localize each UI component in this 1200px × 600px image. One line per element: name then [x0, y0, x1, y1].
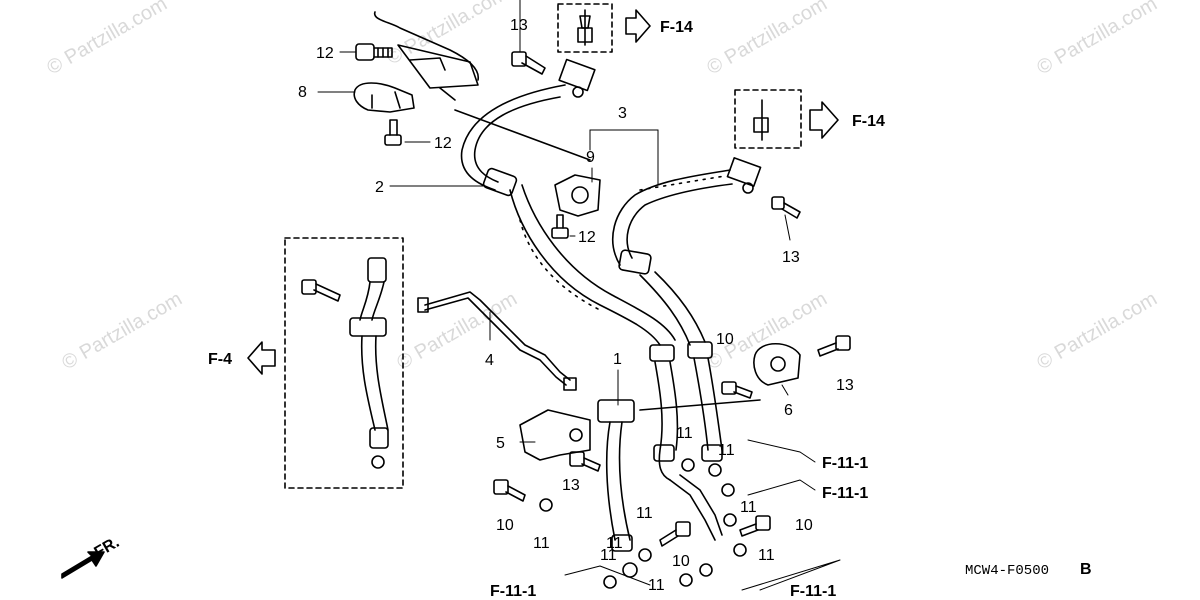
washer-11	[699, 563, 713, 577]
callout-2: 2	[375, 179, 384, 196]
bolt-12-middle	[384, 119, 402, 146]
callout-13: 13	[782, 249, 800, 266]
bolt-13-top	[511, 51, 546, 75]
callout-9: 9	[586, 149, 595, 166]
washer-11	[733, 543, 747, 557]
dashed-box-top	[557, 3, 613, 53]
callout-4: 4	[485, 352, 494, 369]
callout-8: 8	[298, 84, 307, 101]
bolt-left	[301, 279, 341, 302]
callout-11: 11	[600, 547, 617, 564]
front-arrow-icon	[61, 551, 105, 579]
leader-line	[454, 109, 591, 161]
callout-11: 11	[758, 547, 775, 564]
callout-3: 3	[618, 105, 627, 122]
bolt-10-lower	[659, 521, 691, 547]
bolt-12-lower	[551, 214, 569, 239]
clamp-6	[753, 342, 801, 386]
washer-11	[721, 483, 735, 497]
callout-12: 12	[316, 45, 334, 62]
bolt-13-bracket	[569, 451, 601, 472]
callout-10: 10	[496, 517, 514, 534]
brake-hose-2	[460, 84, 676, 346]
banjo-fitting-top	[558, 58, 596, 98]
washer-11	[539, 498, 553, 512]
callout-12: 12	[434, 135, 452, 152]
ref-f11-1: F-11-1	[490, 583, 536, 600]
callout-1: 1	[613, 351, 622, 368]
callout-13: 13	[510, 17, 528, 34]
upper-bracket	[374, 11, 479, 101]
bolt-10-left	[493, 479, 526, 502]
callout-11: 11	[740, 499, 757, 516]
arrow-right-icon	[625, 9, 651, 43]
ref-f11-1: F-11-1	[822, 455, 868, 472]
callout-11: 11	[636, 505, 653, 522]
callout-13: 13	[836, 377, 854, 394]
ref-f4: F-4	[208, 351, 232, 368]
diagram-suffix: B	[1080, 561, 1092, 578]
ref-f14-top: F-14	[660, 19, 693, 36]
brake-hose-1	[597, 399, 638, 578]
washer-11	[681, 458, 695, 472]
washer-11	[723, 513, 737, 527]
dashed-box-left	[284, 237, 404, 489]
brake-hose-3	[612, 157, 762, 346]
callout-11: 11	[718, 442, 735, 459]
washer-11	[679, 573, 693, 587]
callout-13: 13	[562, 477, 580, 494]
lower-hose-left	[649, 344, 723, 541]
ref-f14-right: F-14	[852, 113, 885, 130]
callout-11: 11	[676, 425, 693, 442]
callout-12: 12	[578, 229, 596, 246]
callout-10: 10	[672, 553, 690, 570]
callout-10: 10	[795, 517, 813, 534]
leader-line	[639, 399, 761, 411]
callout-11: 11	[533, 535, 550, 552]
bolt-13-clamp	[817, 335, 851, 357]
washer-11	[603, 575, 617, 589]
washer-11	[638, 548, 652, 562]
arrow-right-icon	[809, 101, 839, 139]
metal-line-4	[417, 291, 577, 391]
diagram-code: MCW4-F0500	[965, 563, 1049, 579]
bolt-12-top	[355, 43, 393, 61]
callout-6: 6	[784, 402, 793, 419]
callout-11: 11	[606, 535, 623, 552]
bolt-13-right	[771, 196, 801, 219]
bolt-10-right	[721, 381, 753, 399]
callout-10: 10	[716, 331, 734, 348]
lower-hose-right	[687, 341, 723, 477]
ref-f11-1: F-11-1	[790, 583, 836, 600]
ref-f11-1: F-11-1	[822, 485, 868, 502]
leader-lines	[317, 0, 841, 591]
bolt-10-lower-right	[739, 515, 771, 537]
dashed-box-right	[734, 89, 802, 149]
clamp-8	[353, 82, 415, 113]
clamp-9	[554, 174, 601, 217]
callout-11: 11	[648, 577, 665, 594]
arrow-left-icon	[247, 341, 276, 375]
callout-5: 5	[496, 435, 505, 452]
